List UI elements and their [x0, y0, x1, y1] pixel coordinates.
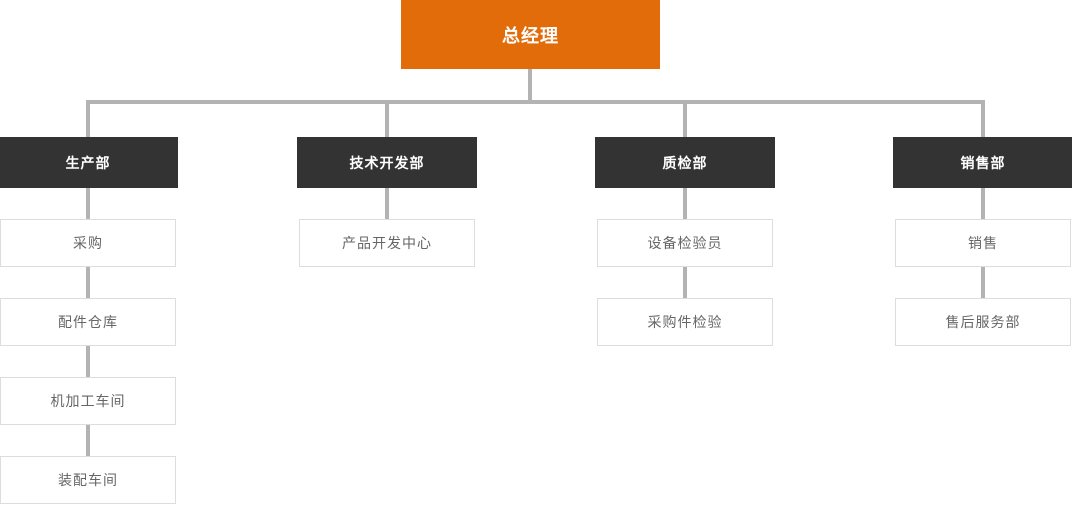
dept-node-tech-development[interactable]: 技术开发部: [297, 137, 477, 188]
connector-trunk-to-sales: [981, 100, 985, 137]
connector-root-stub: [528, 69, 532, 104]
child-node-label: 设备检验员: [647, 235, 723, 251]
connector-machining-to-assembly: [86, 425, 90, 456]
child-node-label: 机加工车间: [50, 393, 126, 409]
child-node-machining-workshop[interactable]: 机加工车间: [0, 377, 176, 425]
child-node-label: 装配车间: [58, 472, 118, 488]
child-node-label: 配件仓库: [58, 314, 118, 330]
root-node-label: 总经理: [502, 25, 559, 46]
child-node-label: 销售: [968, 235, 998, 251]
connector-equipment-inspector-to-purchased-parts: [683, 267, 687, 298]
dept-node-label: 生产部: [65, 154, 111, 171]
child-node-parts-warehouse[interactable]: 配件仓库: [0, 298, 176, 346]
dept-node-label: 技术开发部: [349, 154, 425, 171]
connector-quality-to-equipment-inspector: [683, 188, 687, 219]
dept-node-production[interactable]: 生产部: [0, 137, 178, 188]
connector-tech-to-product-dev-center: [385, 188, 389, 219]
connector-trunk-to-quality-inspection: [683, 100, 687, 137]
connector-production-to-procurement: [86, 188, 90, 219]
connector-trunk-to-production: [86, 100, 90, 137]
child-node-label: 采购件检验: [647, 314, 723, 330]
child-node-assembly-workshop[interactable]: 装配车间: [0, 456, 176, 504]
connector-procurement-to-parts-warehouse: [86, 267, 90, 298]
dept-node-label: 销售部: [960, 154, 1006, 171]
child-node-sales[interactable]: 销售: [895, 219, 1071, 267]
dept-node-sales[interactable]: 销售部: [893, 137, 1072, 188]
child-node-label: 售后服务部: [945, 314, 1021, 330]
dept-node-label: 质检部: [662, 154, 708, 171]
dept-node-quality-inspection[interactable]: 质检部: [595, 137, 775, 188]
child-node-label: 采购: [73, 235, 103, 251]
child-node-purchased-parts-inspection[interactable]: 采购件检验: [597, 298, 773, 346]
child-node-procurement[interactable]: 采购: [0, 219, 176, 267]
child-node-product-dev-center[interactable]: 产品开发中心: [299, 219, 475, 267]
root-node-general-manager[interactable]: 总经理: [401, 0, 660, 69]
child-node-label: 产品开发中心: [342, 235, 432, 251]
connector-trunk: [86, 100, 985, 104]
connector-parts-warehouse-to-machining: [86, 346, 90, 377]
child-node-after-sales-service[interactable]: 售后服务部: [895, 298, 1071, 346]
connector-sales-dept-to-sales: [981, 188, 985, 219]
connector-trunk-to-tech-development: [385, 100, 389, 137]
child-node-equipment-inspector[interactable]: 设备检验员: [597, 219, 773, 267]
connector-sales-to-after-sales: [981, 267, 985, 298]
